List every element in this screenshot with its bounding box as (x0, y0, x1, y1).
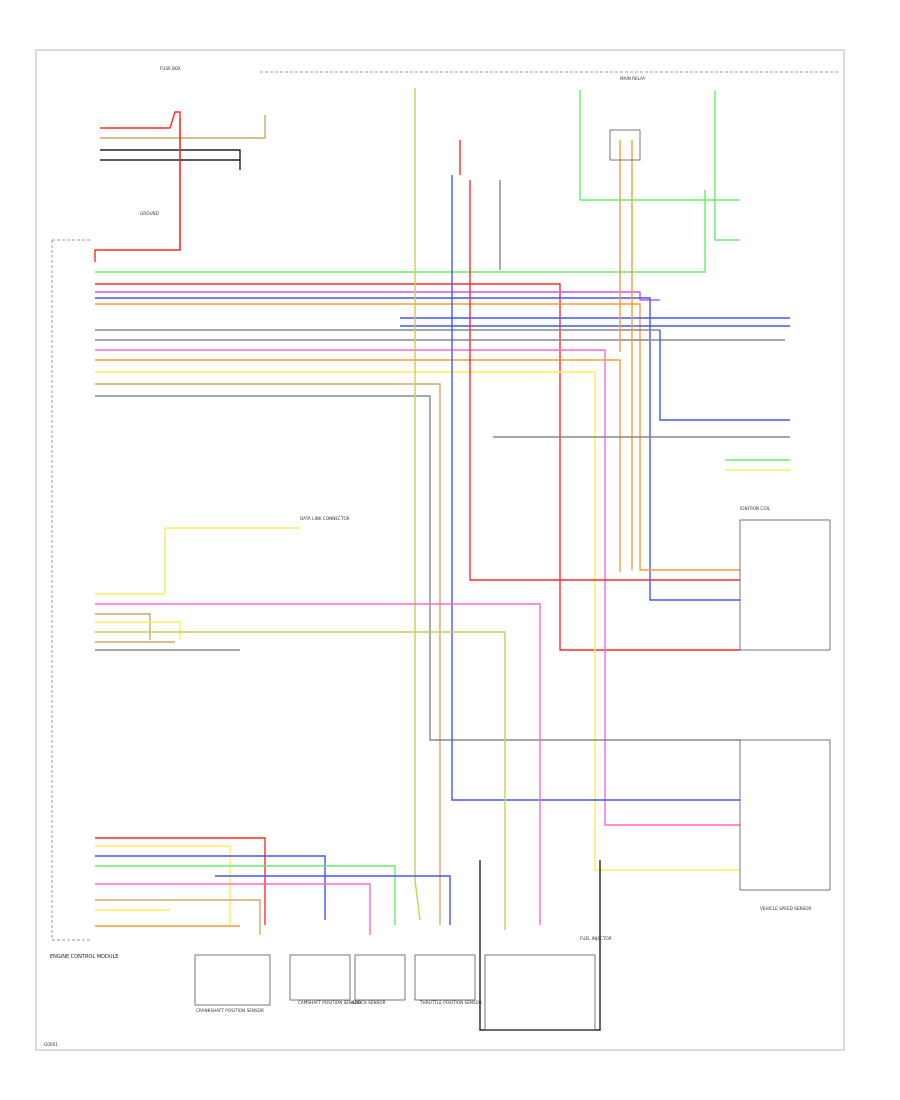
fuel-injector-label: FUEL INJECTOR (580, 936, 612, 941)
crank-sensor-box (194, 954, 271, 1006)
wire-tan-1 (100, 115, 266, 139)
vehicle-speed-label: VEHICLE SPEED SENSOR (760, 906, 812, 911)
wire-group (94, 88, 790, 1031)
wire-dark-2 (100, 149, 241, 170)
fuse-box-label: FUSE BOX (160, 66, 181, 71)
wire-pink-33 (95, 603, 541, 925)
wire-orange-15 (95, 359, 621, 572)
wire-yellow-32 (95, 527, 300, 595)
wire-pink-43 (95, 883, 371, 935)
wire-pink-14 (95, 349, 740, 826)
footer-code: G0001 (44, 1042, 58, 1047)
ignition-coil-label: IGNITION COIL (740, 506, 771, 511)
relay-box (609, 129, 641, 161)
vehicle-speed-box (739, 739, 831, 891)
wire-blue-8 (95, 297, 740, 601)
wire-blue-41 (95, 855, 326, 920)
injector-box (484, 954, 596, 1031)
wire-red-0 (94, 111, 181, 262)
ecm-label: ENGINE CONTROL MODULE (50, 954, 118, 960)
wire-gray-18 (95, 395, 740, 741)
ground-label: GROUND (140, 211, 159, 216)
component-group (51, 71, 840, 1031)
throttle-sensor-box (414, 954, 476, 1001)
cam-sensor-box (289, 954, 351, 1001)
wire-red-22 (469, 180, 740, 581)
wire-olive-36 (95, 631, 506, 930)
wire-blue-47 (215, 875, 451, 925)
crank-sensor-label: CRANKSHAFT POSITION SENSOR (196, 1008, 264, 1013)
wire-red-39 (95, 837, 266, 925)
wire-tan-34 (95, 613, 151, 640)
wire-green-5 (95, 190, 706, 273)
throttle-sensor-label: THROTTLE POSITION SENSOR (419, 1000, 482, 1005)
data-link-label: DATA LINK CONNECTOR (300, 516, 350, 521)
wire-tan-17 (95, 383, 441, 925)
wire-violet-7 (95, 291, 660, 301)
wire-green-42 (95, 865, 396, 925)
wire-red-6 (95, 283, 740, 651)
wire-blue-28 (659, 330, 790, 421)
knock-sensor-label: KNOCK SENSOR (352, 1000, 386, 1005)
wire-yellow-16 (95, 371, 740, 871)
wire-tan-44 (95, 899, 261, 935)
diagram-border (35, 49, 845, 1051)
ignition-coil-box (739, 519, 831, 651)
wire-yellow-35 (95, 621, 181, 640)
label-group: ENGINE CONTROL MODULE CRANKSHAFT POSITIO… (44, 66, 812, 1047)
ecm-outline (51, 240, 90, 941)
cam-sensor-label: CAMSHAFT POSITION SENSOR (298, 1000, 361, 1005)
main-relay-label: MAIN RELAY (620, 76, 646, 81)
wire-green-26 (579, 90, 740, 201)
wire-green-27 (714, 90, 740, 241)
wire-olive-19 (414, 88, 421, 921)
wire-blue-20 (451, 175, 740, 801)
knock-sensor-box (354, 954, 406, 1001)
wire-yellow-40 (95, 845, 231, 925)
